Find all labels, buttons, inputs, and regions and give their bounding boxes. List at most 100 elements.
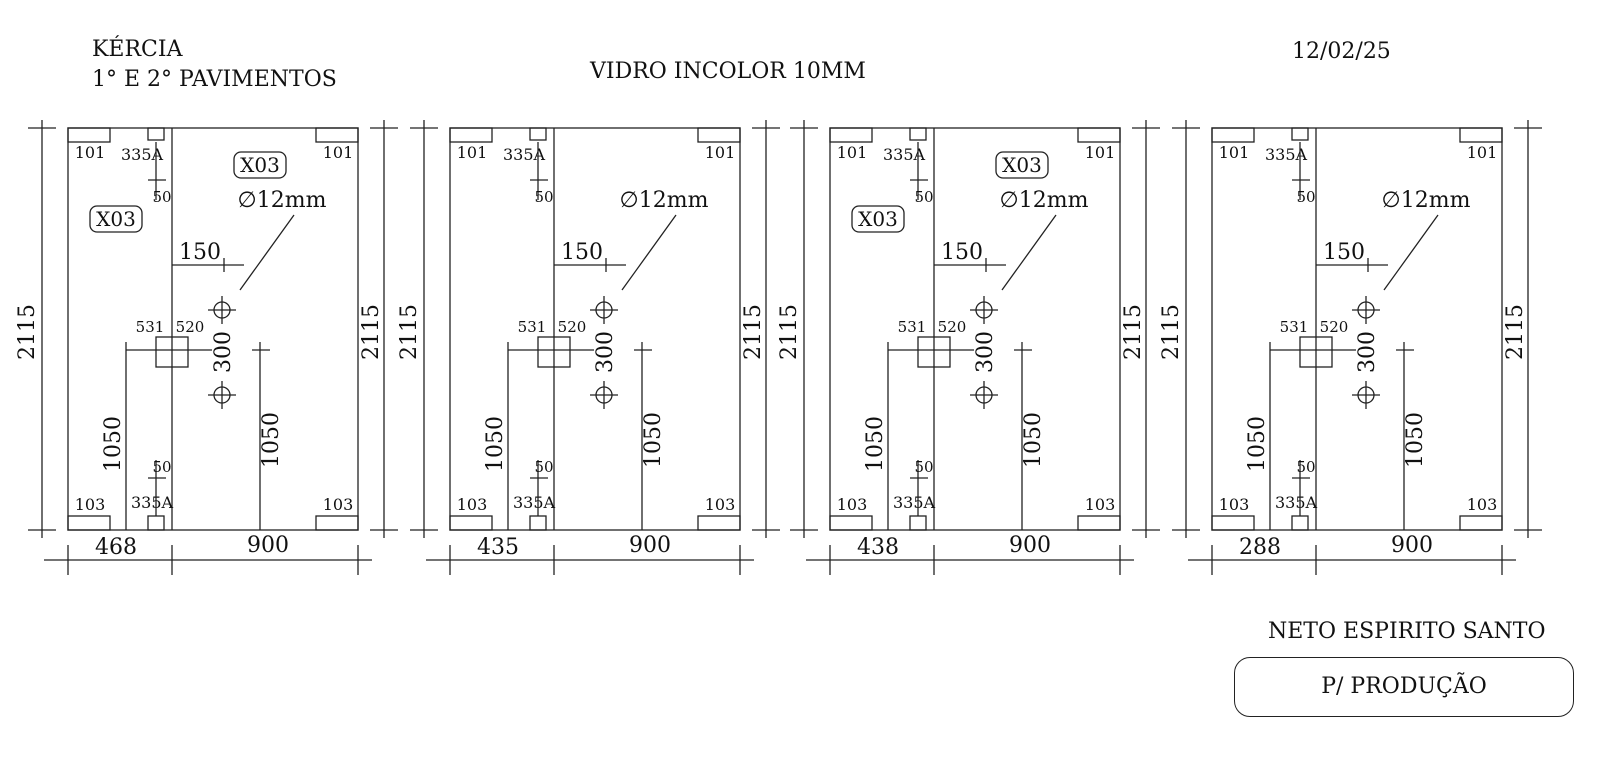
left-width-label: 435 [477,535,519,560]
diameter-leader [621,214,677,291]
bottom-fitting-label-right: 103 [1085,495,1116,514]
height-label-left: 2115 [777,304,802,360]
top-fitting-label-right: 101 [705,143,736,162]
top-hinge-code: 335A [883,145,926,164]
height-label-right: 2115 [741,304,766,360]
hole-offset-label: 150 [1323,240,1365,265]
diameter-leader [239,214,295,291]
hole-offset-label: 150 [941,240,983,265]
bottom-fitting-left [449,515,493,531]
right-width-label: 900 [629,533,671,558]
hole-offset-label: 150 [179,240,221,265]
right-width-label: 900 [247,533,289,558]
bottom-fitting-left [1211,515,1255,531]
top-fitting-label-right: 101 [1467,143,1498,162]
bottom-hinge [147,515,165,531]
top-fitting-left [449,127,493,143]
top-fitting-label-left: 101 [1219,143,1250,162]
left-width-label: 468 [95,535,137,560]
lock-box [917,336,951,368]
bottom-hinge-code: 335A [131,493,174,512]
lock-code-right: 520 [558,318,587,336]
company-name: NETO ESPIRITO SANTO [1268,619,1546,644]
top-fitting-left [829,127,873,143]
handle-height-left: 1050 [483,416,508,472]
bottom-hinge-code: 335A [893,493,936,512]
handle-height-left: 1050 [1245,416,1270,472]
lock-code-right: 520 [1320,318,1349,336]
status-stamp: P/ PRODUÇÃO [1234,657,1574,717]
height-label-right: 2115 [1121,304,1146,360]
lock-code-left: 531 [136,318,165,336]
handle-height-left: 1050 [863,416,888,472]
top-fitting-right [1459,127,1503,143]
reference-label-right: X03 [1002,153,1042,177]
top-hinge-gap-label: 50 [152,188,171,206]
hole-diameter-label: ∅12mm [1382,188,1471,213]
bottom-fitting-label-right: 103 [1467,495,1498,514]
bottom-fitting-right [697,515,741,531]
height-label-left: 2115 [15,304,40,360]
bottom-fitting-label-right: 103 [705,495,736,514]
top-hinge-code: 335A [1265,145,1308,164]
lock-box [1299,336,1333,368]
hole-spacing-label: 300 [1355,331,1380,373]
bottom-fitting-right [1459,515,1503,531]
top-hinge [909,127,927,141]
panel-outline [449,127,741,531]
top-fitting-label-left: 101 [837,143,868,162]
lock-code-right: 520 [938,318,967,336]
hole-diameter-label: ∅12mm [620,188,709,213]
top-hinge-gap-label: 50 [914,188,933,206]
bottom-fitting-left [829,515,873,531]
bottom-fitting-right [1077,515,1121,531]
reference-tag-right [233,151,287,179]
handle-height-right: 1050 [1403,412,1428,468]
top-hinge-code: 335A [121,145,164,164]
bottom-hinge [1291,515,1309,531]
lock-code-left: 531 [1280,318,1309,336]
bottom-hinge-gap-label: 50 [152,458,171,476]
panel-outline [829,127,1121,531]
hole-spacing-label: 300 [211,331,236,373]
status-label: P/ PRODUÇÃO [1321,674,1487,699]
bottom-hinge-code: 335A [513,493,556,512]
bottom-fitting-label-left: 103 [457,495,488,514]
bottom-fitting-label-right: 103 [323,495,354,514]
bottom-fitting-left [67,515,111,531]
top-fitting-label-left: 101 [457,143,488,162]
height-label-right: 2115 [1503,304,1528,360]
hole-spacing-label: 300 [593,331,618,373]
floors-label: 1° E 2° PAVIMENTOS [92,67,337,92]
lock-code-left: 531 [518,318,547,336]
right-width-label: 900 [1009,533,1051,558]
hole-diameter-label: ∅12mm [238,188,327,213]
lock-box [537,336,571,368]
handle-height-right: 1050 [1021,412,1046,468]
right-width-label: 900 [1391,533,1433,558]
top-fitting-label-right: 101 [1085,143,1116,162]
glass-spec: VIDRO INCOLOR 10MM [590,59,866,84]
height-label-left: 2115 [397,304,422,360]
top-hinge-gap-label: 50 [534,188,553,206]
drawing-date: 12/02/25 [1292,39,1391,64]
handle-height-right: 1050 [641,412,666,468]
hole-spacing-label: 300 [973,331,998,373]
top-hinge [529,127,547,141]
reference-tag-left [89,205,143,233]
top-fitting-left [67,127,111,143]
top-fitting-right [1077,127,1121,143]
reference-tag-left [851,205,905,233]
diameter-leader [1001,214,1057,291]
bottom-hinge-gap-label: 50 [1296,458,1315,476]
top-fitting-left [1211,127,1255,143]
top-hinge [147,127,165,141]
hole-diameter-label: ∅12mm [1000,188,1089,213]
bottom-hinge-code: 335A [1275,493,1318,512]
bottom-fitting-label-left: 103 [1219,495,1250,514]
height-label-left: 2115 [1159,304,1184,360]
